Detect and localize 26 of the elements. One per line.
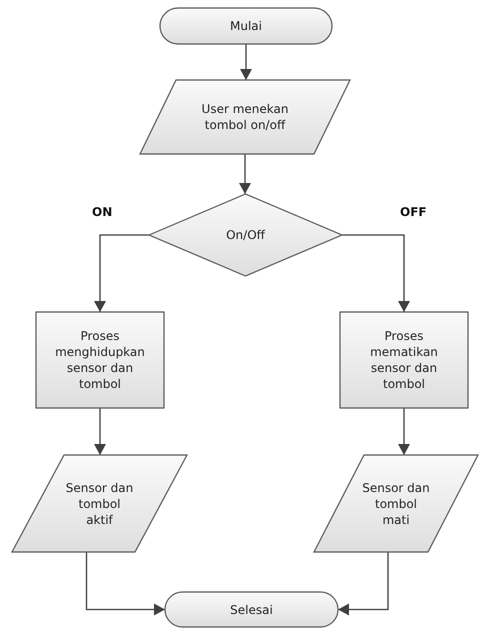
node-text: Sensor dan tombol mati [362,480,430,528]
arrow [240,44,252,80]
arrow [86,552,165,616]
node-text: Sensor dan tombol aktif [64,480,134,528]
input-output-parallelogram [140,80,350,154]
node-text: Mulai [230,18,262,34]
edge-label: OFF [398,205,429,219]
terminator-shape [160,8,332,44]
process-box [36,312,164,408]
terminator-shape [165,592,338,627]
arrow [342,234,410,312]
process-box [340,312,468,408]
node-text: Proses menghidupkan sensor dan tombol [54,328,146,392]
arrow [239,154,251,194]
decision-diamond [149,194,342,276]
edge-label: ON [90,205,114,219]
node-text: Selesai [230,602,273,618]
node-text: Proses mematikan sensor dan tombol [369,328,439,392]
arrow [338,552,389,616]
input-output-parallelogram [314,455,478,552]
input-output-parallelogram [12,455,187,552]
arrow [94,234,149,312]
arrow [94,408,106,455]
arrow [398,408,410,455]
node-text: User menekan tombol on/off [200,101,290,133]
node-text: On/Off [226,227,265,243]
